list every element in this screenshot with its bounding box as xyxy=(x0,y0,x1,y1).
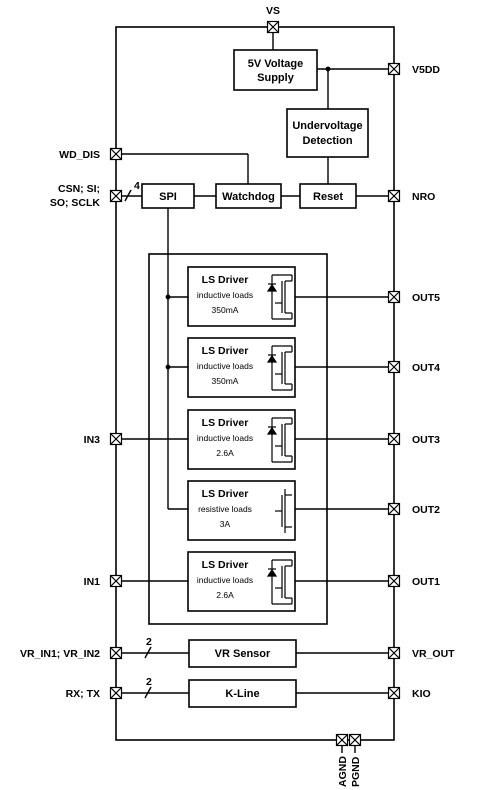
pin-label-wd-dis: WD_DIS xyxy=(59,149,100,161)
ls-driver-out4: LS Driver inductive loads 350mA xyxy=(187,337,296,398)
undervoltage-label-line2: Detection xyxy=(302,135,352,147)
watchdog-block: Watchdog xyxy=(215,183,282,209)
driver-load-type: inductive loads xyxy=(197,575,253,585)
pin-terminals xyxy=(109,20,401,747)
pin-terminal-agnd xyxy=(335,733,349,747)
pin-label-v5dd: V5DD xyxy=(412,64,440,76)
lowside-mosfet-icon xyxy=(275,489,292,533)
pin-terminal-out2 xyxy=(387,502,401,516)
driver-rating: 3A xyxy=(220,519,231,529)
pin-label-out1: OUT1 xyxy=(412,576,440,588)
pin-terminal-out5 xyxy=(387,290,401,304)
driver-load-type: inductive loads xyxy=(197,290,253,300)
driver-title: LS Driver xyxy=(202,274,249,286)
pin-terminal-out4 xyxy=(387,360,401,374)
top-wires xyxy=(116,27,394,202)
bus-width-spi: 4 xyxy=(134,180,140,192)
pin-terminal-rx-tx xyxy=(109,686,123,700)
lowside-mosfet-diode-icon xyxy=(266,559,293,605)
io-wires xyxy=(116,296,394,753)
pin-terminal-spi xyxy=(109,189,123,203)
pin-label-out2: OUT2 xyxy=(412,504,440,516)
ls-driver-out5: LS Driver inductive loads 350mA xyxy=(187,266,296,327)
pin-label-vr-out: VR_OUT xyxy=(412,648,455,660)
pin-label-vs: VS xyxy=(266,5,280,17)
ls-driver-out2: LS Driver resistive loads 3A xyxy=(187,480,296,541)
pin-terminal-vs xyxy=(266,20,280,34)
pin-label-so-sclk: SO; SCLK xyxy=(50,197,101,209)
watchdog-label: Watchdog xyxy=(222,191,275,203)
driver-load-type: resistive loads xyxy=(198,504,252,514)
bus-width-vr: 2 xyxy=(146,636,152,648)
pin-terminal-nro xyxy=(387,189,401,203)
driver-rating: 2.6A xyxy=(216,590,234,600)
spi-label: SPI xyxy=(159,191,177,203)
pin-terminal-out1 xyxy=(387,574,401,588)
pin-terminal-vr-out xyxy=(387,646,401,660)
ls-driver-out3: LS Driver inductive loads 2.6A xyxy=(187,409,296,470)
driver-title: LS Driver xyxy=(202,345,249,357)
vr-sensor-block: VR Sensor xyxy=(188,639,297,668)
driver-title: LS Driver xyxy=(202,417,249,429)
ls-driver-out1: LS Driver inductive loads 2.6A xyxy=(187,551,296,612)
lowside-mosfet-diode-icon xyxy=(266,274,293,320)
voltage-supply-label-line2: Supply xyxy=(257,72,295,84)
driver-rating: 2.6A xyxy=(216,448,234,458)
pin-label-out4: OUT4 xyxy=(412,362,440,374)
pin-terminal-in3 xyxy=(109,432,123,446)
pin-label-in1: IN1 xyxy=(84,576,101,588)
pin-terminal-pgnd xyxy=(348,733,362,747)
spi-bus-wires xyxy=(165,208,188,510)
pin-label-kio: KIO xyxy=(412,688,431,700)
pin-terminal-in1 xyxy=(109,574,123,588)
kline-block: K-Line xyxy=(188,679,297,708)
chip-outline xyxy=(115,26,395,741)
driver-load-type: inductive loads xyxy=(197,433,253,443)
voltage-supply-block: 5V Voltage Supply xyxy=(233,49,318,91)
driver-title: LS Driver xyxy=(202,488,249,500)
pin-label-csn-si: CSN; SI; xyxy=(58,183,100,195)
pin-label-out3: OUT3 xyxy=(412,434,440,446)
lowside-mosfet-diode-icon xyxy=(266,345,293,391)
pin-label-vr-in: VR_IN1; VR_IN2 xyxy=(20,648,100,660)
driver-load-type: inductive loads xyxy=(197,361,253,371)
bus-width-kline: 2 xyxy=(146,676,152,688)
driver-group-frame xyxy=(148,253,328,625)
pin-label-in3: IN3 xyxy=(84,434,101,446)
driver-title: LS Driver xyxy=(202,559,249,571)
pin-label-agnd: AGND xyxy=(337,756,349,787)
pin-label-out5: OUT5 xyxy=(412,292,440,304)
pin-label-nro: NRO xyxy=(412,191,435,203)
reset-block: Reset xyxy=(299,183,357,209)
pin-terminal-wd-dis xyxy=(109,147,123,161)
driver-rating: 350mA xyxy=(212,305,239,315)
reset-label: Reset xyxy=(313,191,343,203)
undervoltage-label-line1: Undervoltage xyxy=(292,120,362,132)
pin-terminal-vr-in xyxy=(109,646,123,660)
undervoltage-block: Undervoltage Detection xyxy=(286,108,369,158)
spi-block: SPI xyxy=(141,183,195,209)
lowside-mosfet-diode-icon xyxy=(266,417,293,463)
pin-terminal-kio xyxy=(387,686,401,700)
pin-label-pgnd: PGND xyxy=(350,756,362,787)
driver-rating: 350mA xyxy=(212,376,239,386)
kline-label: K-Line xyxy=(225,688,259,700)
pin-label-rx-tx: RX; TX xyxy=(66,688,100,700)
vr-sensor-label: VR Sensor xyxy=(215,648,271,660)
voltage-supply-label-line1: 5V Voltage xyxy=(248,58,303,70)
pin-terminal-v5dd xyxy=(387,62,401,76)
pin-terminal-out3 xyxy=(387,432,401,446)
